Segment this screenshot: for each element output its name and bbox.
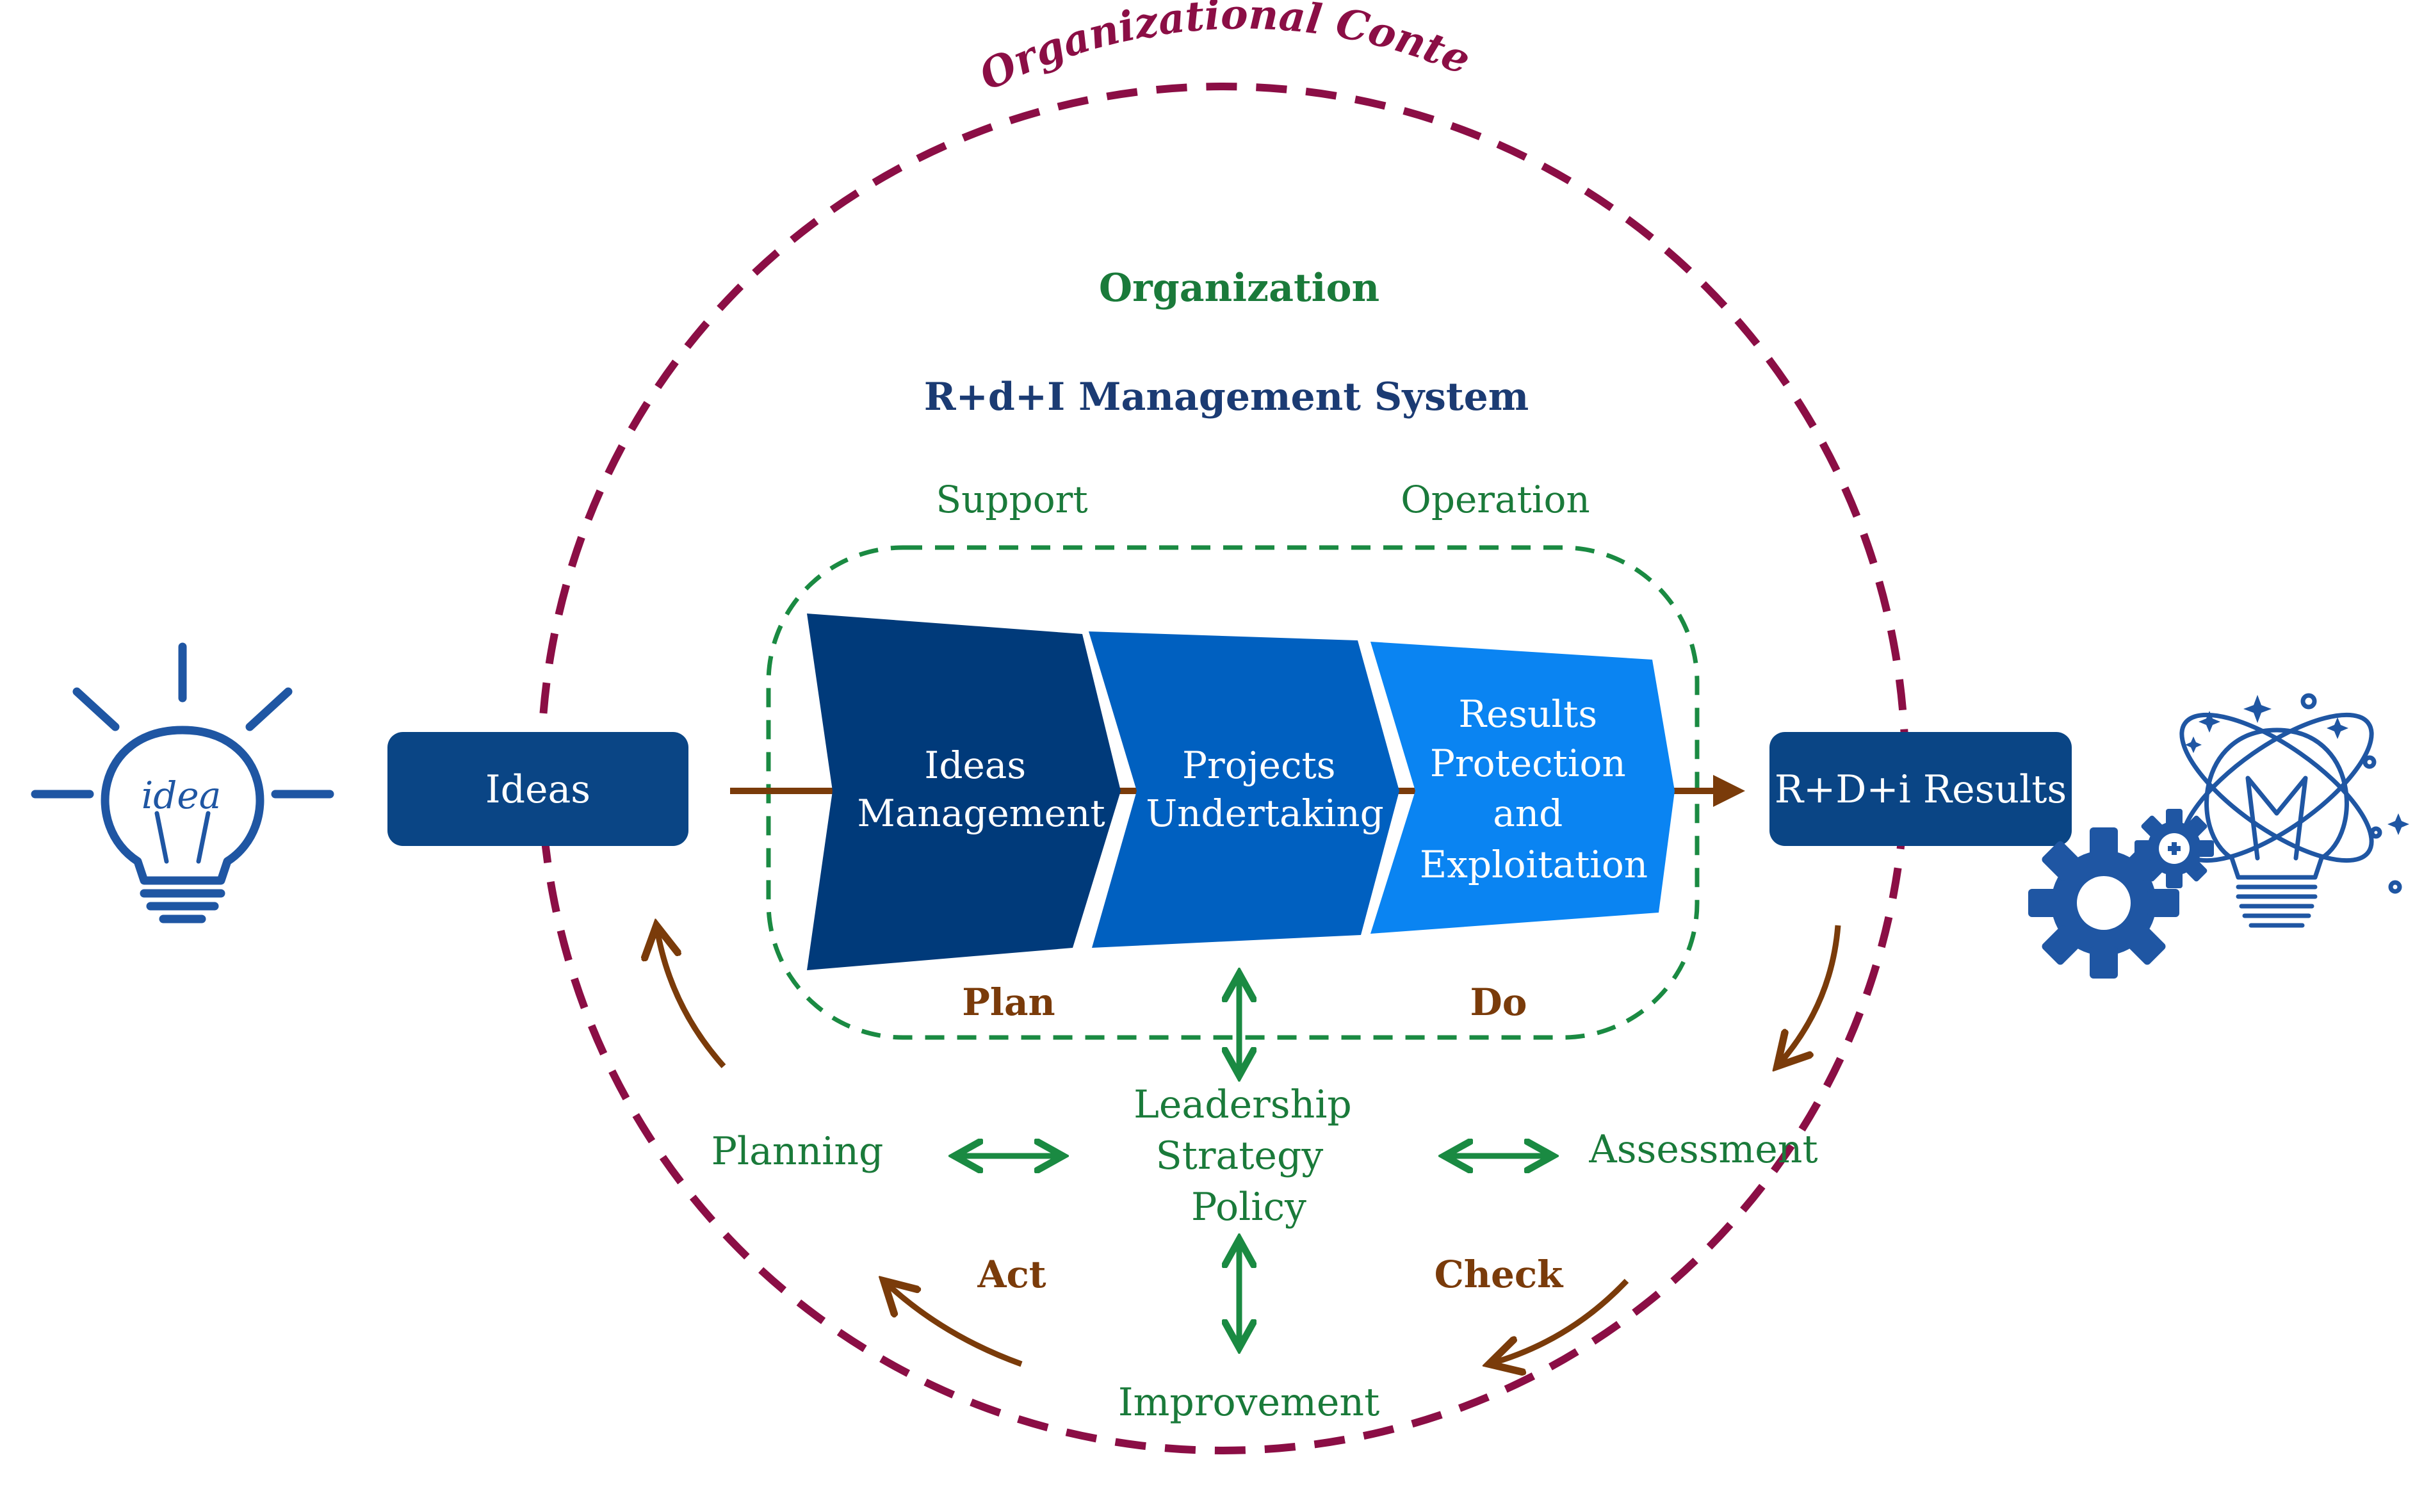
lightbulb-idea-text: idea [142,774,222,817]
assessment-label: Assessment [1588,1127,1817,1172]
organizational-context-label: Organizational Context [0,0,1477,101]
system-label: R+d+I Management System [924,375,1529,419]
cycle-arrow-planning-ideas [656,925,726,1068]
plan-label: Plan [962,980,1055,1024]
do-label: Do [1470,980,1527,1024]
cycle-arrow-results-assessment [1777,925,1841,1066]
step-label-projects-undertaking: Projects Undertaking [1146,744,1383,835]
ideas-box [387,732,688,846]
cycle-arrow-act-planning [884,1281,1023,1367]
cycle-arrow-check-improvement [1489,1278,1629,1364]
leadership-strategy-policy-label: Leadership Strategy Policy [1134,1082,1364,1230]
lightbulb-idea-icon [31,642,334,923]
process-step-projects-undertaking [1089,631,1399,948]
results-box-label: R+D+i Results [1775,767,2067,812]
ideas-box-label: Ideas [485,767,590,812]
planning-label: Planning [711,1129,884,1174]
check-label: Check [1435,1253,1565,1296]
improvement-label: Improvement [1118,1380,1379,1425]
support-label: Support [936,478,1087,521]
results-box [1769,732,2072,846]
process-step-ideas-management [807,614,1121,970]
act-label: Act [977,1253,1046,1296]
step-label-ideas-management: Ideas Management [857,744,1105,835]
lightbulb-gears-icon [2028,693,2409,979]
organization-label: Organization [1099,266,1379,311]
step-label-results-protection: Results Protection and Exploitation [1420,692,1648,886]
process-step-results-protection [1370,642,1675,934]
operation-label: Operation [1401,478,1590,521]
